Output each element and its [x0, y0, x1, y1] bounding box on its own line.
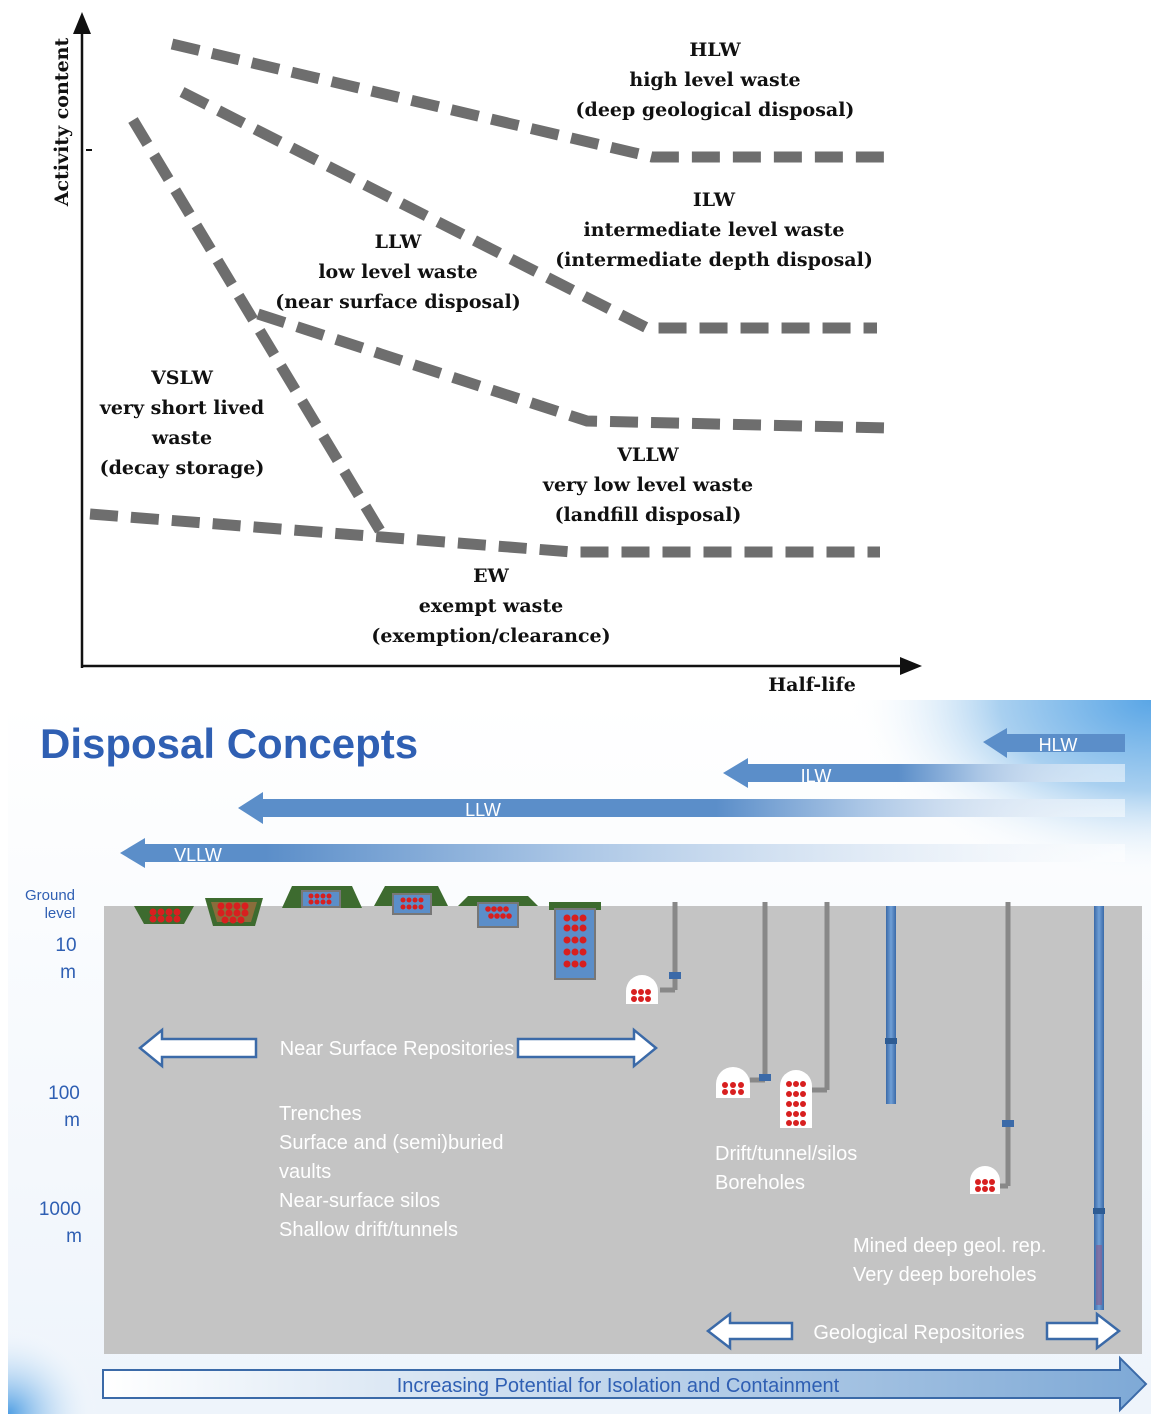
- llw-line-2: (near surface disposal): [275, 291, 520, 313]
- ilw-code: ILW: [693, 189, 736, 211]
- intermediate-borehole: [885, 906, 897, 1104]
- intermediate-drift: [716, 902, 771, 1098]
- llw-range-arrow: LLW: [238, 792, 1125, 824]
- llw-code: LLW: [375, 231, 422, 253]
- depth-100-value: 100: [48, 1083, 80, 1104]
- hlw-arrow-label: HLW: [1039, 735, 1078, 755]
- trench-2: [205, 898, 263, 926]
- vslw-code: VSLW: [150, 367, 214, 389]
- deep-item-boreholes: Very deep boreholes: [853, 1264, 1036, 1286]
- disposal-concepts-panel: Disposal Concepts HLW ILW LLW VLLW Groun…: [8, 700, 1151, 1414]
- depth-1000-unit: m: [66, 1226, 82, 1247]
- hlw-line-1: high level waste: [629, 69, 800, 91]
- ilw-line-2: (intermediate depth disposal): [555, 249, 873, 271]
- ilw-line-1: intermediate level waste: [584, 219, 845, 241]
- deep-geological-repository: [970, 902, 1014, 1194]
- trench-1: [134, 906, 194, 924]
- geological-repositories-arrow: Geological Repositories: [705, 1311, 1122, 1351]
- deep-item-mined: Mined deep geol. rep.: [853, 1235, 1046, 1257]
- llw-arrow-label: LLW: [465, 800, 501, 820]
- hlw-code: HLW: [689, 39, 741, 61]
- hlw-line-2: (deep geological disposal): [576, 99, 855, 121]
- x-axis-arrowhead: [900, 657, 922, 675]
- ilw-boundary-line: [179, 87, 877, 334]
- ew-boundary-line: [89, 508, 880, 558]
- shallow-drift-tunnel: [626, 902, 681, 1004]
- y-axis-arrowhead: [73, 12, 91, 34]
- vllw-arrow-label: VLLW: [174, 845, 222, 865]
- vslw-line-2: waste: [151, 427, 212, 449]
- isolation-containment-label: Increasing Potential for Isolation and C…: [397, 1375, 840, 1397]
- vslw-line-1: very short lived: [99, 397, 264, 419]
- near-surface-repositories-label: Near Surface Repositories: [280, 1038, 515, 1060]
- ilw-range-arrow: ILW: [723, 758, 1125, 788]
- near-surface-item-drift: Shallow drift/tunnels: [279, 1219, 458, 1241]
- ew-code: EW: [473, 565, 509, 587]
- vllw-code: VLLW: [616, 444, 679, 466]
- classification-diagram: Activity content Half-life HLW high leve…: [51, 12, 922, 696]
- isolation-containment-arrow: Increasing Potential for Isolation and C…: [102, 1355, 1148, 1413]
- near-surface-item-trenches: Trenches: [279, 1103, 362, 1125]
- surface-vault-1: [282, 886, 362, 908]
- hlw-range-arrow: HLW: [983, 728, 1125, 758]
- panel-title: Disposal Concepts: [40, 720, 418, 767]
- geological-repositories-label: Geological Repositories: [813, 1322, 1024, 1344]
- near-surface-item-silos: Near-surface silos: [279, 1190, 440, 1212]
- semi-buried-vault: [458, 896, 538, 928]
- y-axis-label: Activity content: [51, 38, 73, 208]
- intermediate-item-drift: Drift/tunnel/silos: [715, 1143, 857, 1165]
- ground-level-label-1: Ground: [25, 887, 75, 904]
- vllw-range-arrow: VLLW: [120, 838, 1125, 868]
- intermediate-item-boreholes: Boreholes: [715, 1172, 805, 1194]
- near-surface-item-vaults-2: vaults: [279, 1161, 331, 1183]
- surface-vault-2: [374, 886, 448, 915]
- llw-line-1: low level waste: [318, 261, 477, 283]
- depth-1000-value: 1000: [39, 1199, 81, 1220]
- vllw-line-2: (landfill disposal): [555, 504, 742, 526]
- ground-level-label-2: level: [45, 905, 76, 922]
- ew-line-1: exempt waste: [419, 595, 564, 617]
- llw-boundary-line: [256, 308, 891, 434]
- near-surface-silo: [549, 902, 601, 980]
- near-surface-repositories-arrow: Near Surface Repositories: [138, 1027, 658, 1069]
- ew-line-2: (exemption/clearance): [371, 625, 610, 647]
- underground-section: [104, 906, 1142, 1354]
- trench-1-waste-drums: [149, 908, 181, 923]
- vslw-line-3: (decay storage): [100, 457, 265, 479]
- intermediate-silo: [780, 902, 830, 1128]
- silo-waste-drums: [563, 914, 587, 968]
- ilw-arrow-label: ILW: [801, 766, 832, 786]
- x-axis-label: Half-life: [768, 674, 856, 696]
- trench-2-waste-drums: [217, 902, 249, 924]
- very-deep-borehole: [1093, 906, 1105, 1310]
- near-surface-item-vaults-1: Surface and (semi)buried: [279, 1132, 504, 1154]
- hlw-boundary-line: [170, 38, 892, 163]
- depth-10-unit: m: [60, 962, 76, 983]
- vllw-line-1: very low level waste: [542, 474, 753, 496]
- depth-10-value: 10: [55, 935, 76, 956]
- depth-100-unit: m: [64, 1110, 80, 1131]
